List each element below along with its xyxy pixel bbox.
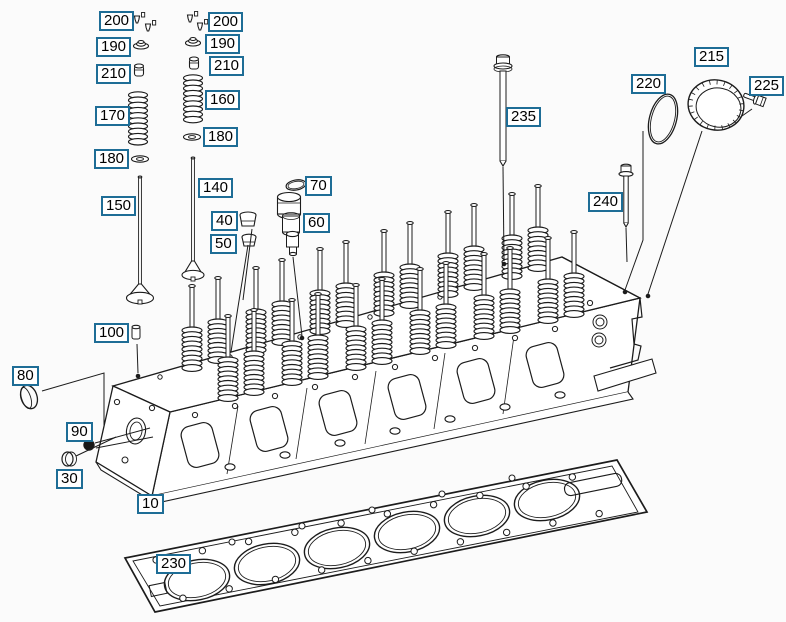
part-label-220-23[interactable]: 220: [631, 74, 667, 94]
part-label-50-13[interactable]: 50: [210, 234, 237, 254]
part-label-180-4[interactable]: 180: [94, 149, 130, 169]
part-label-10-20[interactable]: 10: [137, 494, 164, 514]
part-label-210-2[interactable]: 210: [96, 64, 132, 84]
part-label-225-25[interactable]: 225: [749, 76, 785, 96]
part-label-40-12[interactable]: 40: [211, 211, 238, 231]
part-label-90-18[interactable]: 90: [66, 422, 93, 442]
part-label-200-0[interactable]: 200: [99, 11, 135, 31]
part-label-30-19[interactable]: 30: [56, 469, 83, 489]
part-label-170-3[interactable]: 170: [95, 106, 131, 126]
part-label-235-22[interactable]: 235: [506, 107, 542, 127]
part-label-180-10[interactable]: 180: [203, 127, 239, 147]
part-label-215-24[interactable]: 215: [694, 47, 730, 67]
part-label-230-21[interactable]: 230: [156, 554, 192, 574]
part-label-200-6[interactable]: 200: [208, 12, 244, 32]
part-label-60-15[interactable]: 60: [303, 213, 330, 233]
part-label-80-17[interactable]: 80: [12, 366, 39, 386]
part-label-70-14[interactable]: 70: [305, 176, 332, 196]
part-label-100-16[interactable]: 100: [94, 323, 130, 343]
part-label-140-11[interactable]: 140: [198, 178, 234, 198]
part-label-190-7[interactable]: 190: [205, 34, 241, 54]
part-label-240-26[interactable]: 240: [588, 192, 624, 212]
part-label-150-5[interactable]: 150: [101, 196, 137, 216]
part-label-210-8[interactable]: 210: [209, 56, 245, 76]
part-label-160-9[interactable]: 160: [205, 90, 241, 110]
part-label-190-1[interactable]: 190: [96, 37, 132, 57]
